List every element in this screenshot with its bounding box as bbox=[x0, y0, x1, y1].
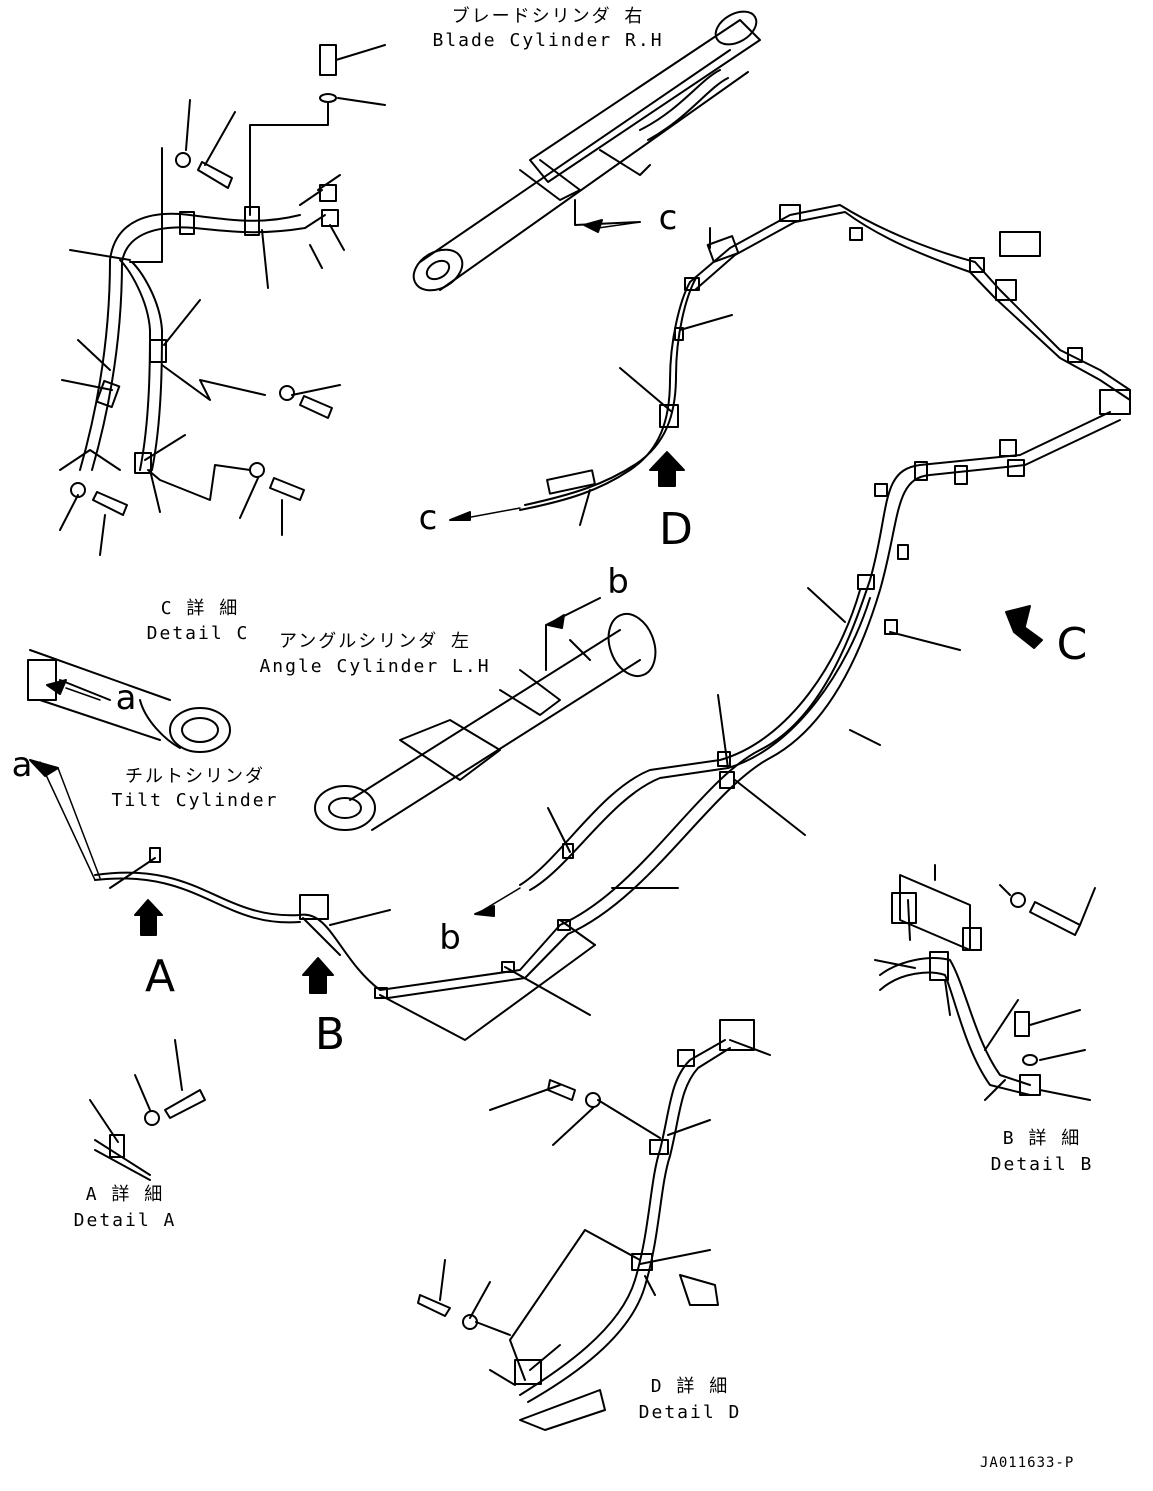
detail-b-title-jp: B 詳 細 bbox=[1002, 1128, 1082, 1149]
detail-c-drawing bbox=[59, 44, 386, 556]
view-letter-d: D bbox=[659, 504, 693, 555]
angle-cylinder-title-en: Angle Cylinder L.H bbox=[259, 656, 491, 677]
detail-b-title-en: Detail B bbox=[990, 1154, 1094, 1175]
detail-c-title-jp: C 詳 細 bbox=[160, 598, 240, 619]
tilt-cylinder-title-jp: チルトシリンダ bbox=[125, 766, 265, 787]
view-arrows bbox=[29, 219, 1043, 994]
view-letter-c: C bbox=[1056, 619, 1088, 670]
upper-right-harness bbox=[519, 204, 1131, 526]
detail-c-title-en: Detail C bbox=[146, 623, 250, 644]
connection-letter-a-tilt: a bbox=[115, 678, 137, 718]
connection-letter-b-harness: b bbox=[439, 918, 461, 958]
detail-d-drawing bbox=[417, 1019, 771, 1431]
detail-d-title-jp: D 詳 細 bbox=[650, 1376, 730, 1397]
detail-a-drawing bbox=[89, 1039, 206, 1181]
tilt-cylinder-title-en: Tilt Cylinder bbox=[111, 790, 279, 811]
blade-cylinder-title-en: Blade Cylinder R.H bbox=[432, 30, 664, 51]
blade-cylinder bbox=[412, 10, 761, 292]
view-letter-a: A bbox=[144, 951, 176, 1002]
detail-d-title-en: Detail D bbox=[638, 1402, 742, 1423]
connection-letter-c-blade: c bbox=[658, 198, 678, 238]
angle-cylinder-title-jp: アングルシリンダ 左 bbox=[278, 631, 472, 652]
angle-cylinder bbox=[314, 597, 657, 831]
view-letter-b: B bbox=[314, 1009, 346, 1060]
drawing-code: JA011633-P bbox=[980, 1455, 1075, 1471]
connection-letter-b-angle: b bbox=[607, 562, 629, 602]
main-harness bbox=[94, 411, 1121, 1041]
detail-b-drawing bbox=[874, 864, 1096, 1101]
connection-letter-a-harness: a bbox=[11, 745, 33, 785]
detail-a-title-en: Detail A bbox=[73, 1210, 177, 1231]
blade-cylinder-title-jp: ブレードシリンダ 右 bbox=[451, 6, 645, 27]
connection-letter-c-harness: c bbox=[418, 498, 438, 538]
tilt-cylinder bbox=[27, 649, 231, 753]
detail-a-title-jp: A 詳 細 bbox=[85, 1184, 165, 1205]
